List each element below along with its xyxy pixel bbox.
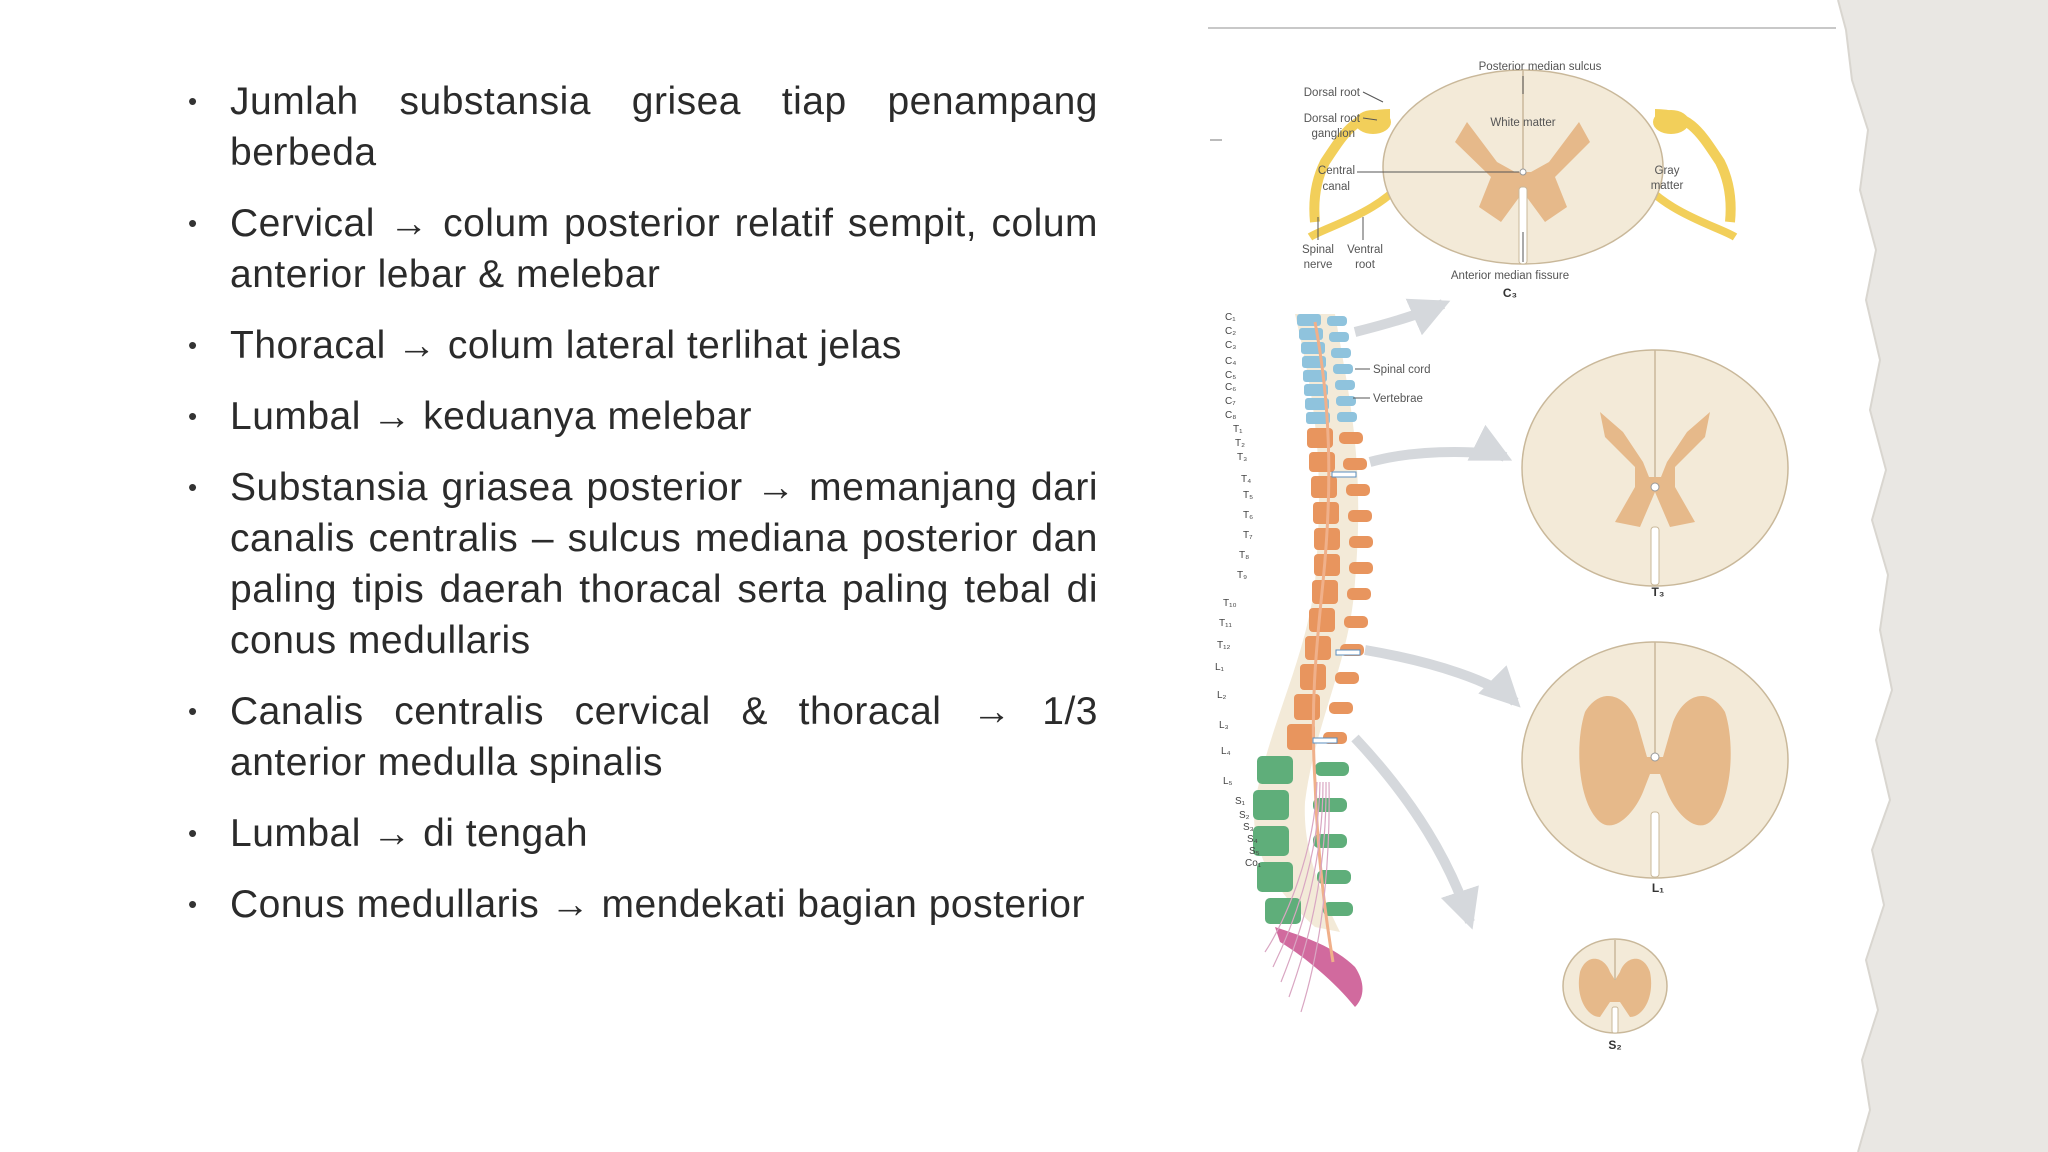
section-label-l1: L₁ xyxy=(1652,881,1664,895)
cross-section-c3 xyxy=(1307,69,1738,265)
segment-label: T₃ xyxy=(1237,452,1247,463)
bullet-text: Conus medullaris → mendekati bagian post… xyxy=(230,883,1085,926)
bullet-item: • Canalis centralis cervical & thoracal →… xyxy=(188,686,1098,788)
label-spinal-cord: Spinal cord xyxy=(1373,364,1431,376)
label-matter: matter xyxy=(1651,180,1684,192)
bullet-item: • Lumbal → di tengah xyxy=(188,808,1098,859)
bullet-dot: • xyxy=(188,330,198,360)
segment-label: C₂ xyxy=(1225,326,1236,337)
label-canal: canal xyxy=(1323,181,1351,193)
label-ventral-root: Ventral xyxy=(1347,244,1383,256)
label-anterior-median-fissure: Anterior median fissure xyxy=(1451,270,1569,282)
segment-label: T₈ xyxy=(1239,550,1249,561)
segment-label: T₁₀ xyxy=(1223,598,1237,609)
segment-label: S₃ xyxy=(1243,822,1254,833)
segment-label: L₁ xyxy=(1215,662,1225,673)
bullet-item: • Conus medullaris → mendekati bagian pos… xyxy=(188,879,1098,930)
bullet-dot: • xyxy=(188,818,198,848)
segment-label: S₁ xyxy=(1235,796,1246,807)
bullet-dot: • xyxy=(188,86,198,116)
segment-label: T₉ xyxy=(1237,570,1247,581)
label-vertebrae: Vertebrae xyxy=(1373,393,1423,405)
segment-label: C₃ xyxy=(1225,340,1236,351)
spine-labels: Spinal cord Vertebrae xyxy=(1353,364,1431,405)
bullet-item: • Thoracal → colum lateral terlihat jelas xyxy=(188,320,1098,371)
label-dorsal-root-ganglion: Dorsal root xyxy=(1304,113,1361,125)
bullet-item: • Substansia griasea posterior → memanjan… xyxy=(188,462,1098,666)
segment-label: C₄ xyxy=(1225,356,1236,367)
section-label-t3: T₃ xyxy=(1652,585,1665,599)
segment-label: T₁₁ xyxy=(1219,618,1232,629)
segment-label: S₂ xyxy=(1239,810,1250,821)
bullet-dot: • xyxy=(188,472,198,502)
segment-label: C₈ xyxy=(1225,410,1236,421)
bullet-dot: • xyxy=(188,696,198,726)
bullet-item: • Jumlah substansia grisea tiap penampang… xyxy=(188,76,1098,178)
bullet-text: Lumbal → keduanya melebar xyxy=(230,395,752,438)
vertebral-column xyxy=(1253,314,1373,1013)
c3-labels: Posterior median sulcus Dorsal root Dors… xyxy=(1302,61,1683,300)
cross-section-t3: T₃ xyxy=(1521,349,1789,599)
bullet-dot: • xyxy=(188,889,198,919)
bullet-text: Lumbal → di tengah xyxy=(230,812,589,855)
segment-label: L₅ xyxy=(1223,776,1233,787)
bullet-item: • Lumbal → keduanya melebar xyxy=(188,391,1098,442)
segment-label: T₅ xyxy=(1243,490,1253,501)
label-posterior-median-sulcus: Posterior median sulcus xyxy=(1479,61,1602,73)
bullet-dot: • xyxy=(188,401,198,431)
bullet-item: • Cervical → colum posterior relatif semp… xyxy=(188,198,1098,300)
segment-label: C₁ xyxy=(1225,312,1236,323)
segment-label: C₆ xyxy=(1225,382,1236,393)
spinal-cord-figure: Posterior median sulcus Dorsal root Dors… xyxy=(1215,61,1789,1052)
section-label-c3: C₃ xyxy=(1503,286,1517,300)
segment-label: L₂ xyxy=(1217,690,1227,701)
cross-section-s2: S₂ xyxy=(1562,938,1668,1052)
segment-label: T₆ xyxy=(1243,510,1253,521)
bullet-text: Substansia griasea posterior → memanjang… xyxy=(230,466,1098,662)
segment-label: T₂ xyxy=(1235,438,1245,449)
section-label-s2: S₂ xyxy=(1608,1038,1621,1052)
label-central-canal: Central xyxy=(1318,165,1355,177)
bullet-dot: • xyxy=(188,208,198,238)
segment-label: T₁ xyxy=(1233,424,1243,435)
cross-section-l1: L₁ xyxy=(1521,641,1789,895)
segment-label: L₄ xyxy=(1221,746,1231,757)
segment-label: T₄ xyxy=(1241,474,1251,485)
label-ganglion: ganglion xyxy=(1312,128,1355,140)
label-white-matter: White matter xyxy=(1490,117,1555,129)
label-gray-matter: Gray xyxy=(1655,165,1680,177)
segment-label: C₇ xyxy=(1225,396,1236,407)
bullet-text: Cervical → colum posterior relatif sempi… xyxy=(230,202,1098,296)
pointer-arrows xyxy=(1351,298,1521,930)
segment-label: S₅ xyxy=(1249,846,1260,857)
segment-label: L₃ xyxy=(1219,720,1229,731)
label-root: root xyxy=(1355,259,1376,271)
segment-label: C₅ xyxy=(1225,370,1236,381)
segment-label: S₄ xyxy=(1247,834,1258,845)
bullet-list: • Jumlah substansia grisea tiap penampang… xyxy=(188,76,1098,950)
segment-label: Co₁ xyxy=(1245,858,1262,869)
bullet-text: Canalis centralis cervical & thoracal → … xyxy=(230,690,1098,784)
label-spinal-nerve: Spinal xyxy=(1302,244,1334,256)
label-nerve: nerve xyxy=(1304,259,1333,271)
bullet-text: Thoracal → colum lateral terlihat jelas xyxy=(230,324,902,367)
segment-label: T₁₂ xyxy=(1217,640,1230,651)
bullet-text: Jumlah substansia grisea tiap penampang … xyxy=(230,80,1098,174)
segment-label: T₇ xyxy=(1243,530,1253,541)
label-dorsal-root: Dorsal root xyxy=(1304,87,1361,99)
